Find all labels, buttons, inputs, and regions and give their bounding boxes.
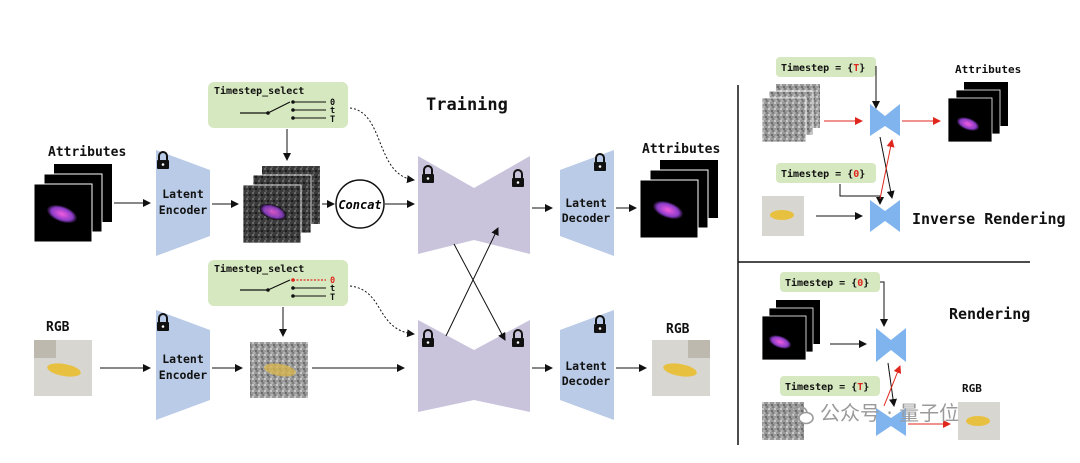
arrow xyxy=(880,281,888,327)
inverse-attributes-output xyxy=(947,82,1008,143)
timestep-selector-top: Timestep_select 0 t T xyxy=(208,82,348,128)
svg-text:Decoder: Decoder xyxy=(562,211,611,225)
dashed-arrow xyxy=(349,285,415,338)
noisy-attributes-stack xyxy=(242,166,320,244)
unet-top xyxy=(418,156,530,254)
svg-text:Timestep_select: Timestep_select xyxy=(214,85,304,97)
inverse-rendering-title: Inverse Rendering xyxy=(912,210,1066,228)
inverse-unet-top xyxy=(870,104,900,136)
rgb-output-label: RGB xyxy=(666,322,690,337)
noisy-rgb-image xyxy=(250,342,308,398)
svg-text:Latent: Latent xyxy=(565,196,607,210)
inverse-unet-bottom xyxy=(870,200,900,232)
inverse-noise-stack xyxy=(761,84,820,143)
cross-arrow xyxy=(887,362,897,407)
attributes-input-label: Attributes xyxy=(48,145,127,160)
latent-encoder-bottom: Latent Encoder xyxy=(156,310,210,420)
dashed-arrow xyxy=(349,107,415,184)
svg-text:Latent: Latent xyxy=(162,352,204,366)
unet-bottom xyxy=(418,320,530,412)
watermark-text: 公众号 · 量子位 xyxy=(820,401,960,425)
cross-red-arrow xyxy=(879,139,895,200)
arrow xyxy=(839,184,884,205)
timestep-selector-bottom: Timestep_select 0 t T xyxy=(208,260,348,306)
svg-text:Encoder: Encoder xyxy=(159,203,208,217)
rendering-title: Rendering xyxy=(949,305,1031,323)
cross-arrow xyxy=(453,243,506,341)
watermark: 公众号 · 量子位 xyxy=(790,397,959,426)
svg-text:t: t xyxy=(330,284,335,294)
rendering-rgb-output xyxy=(958,402,1000,440)
training-title: Training xyxy=(426,95,508,115)
rendering-rgb-label: RGB xyxy=(962,382,982,395)
svg-text:Decoder: Decoder xyxy=(562,374,611,388)
cross-red-arrow xyxy=(883,365,902,407)
attributes-output-label: Attributes xyxy=(642,142,721,157)
svg-text:Latent: Latent xyxy=(162,187,204,201)
svg-text:Timestep = {0}: Timestep = {0} xyxy=(781,168,865,180)
attributes-output-stack xyxy=(639,160,718,239)
rendering-timestep-0-box: Timestep = {0} xyxy=(780,272,880,292)
rgb-input-image xyxy=(34,340,92,396)
concat-node: Concat xyxy=(335,179,385,229)
cross-arrow xyxy=(445,227,499,337)
latent-decoder-top: Latent Decoder xyxy=(560,150,614,256)
rendering-noise-input xyxy=(762,402,804,440)
svg-text:Concat: Concat xyxy=(338,198,381,212)
inverse-timestep-0-box: Timestep = {0} xyxy=(776,163,876,183)
attributes-input-stack xyxy=(33,164,112,243)
inverse-timestep-T-box: Timestep = {T} xyxy=(776,57,876,77)
rendering-unet-bottom xyxy=(876,408,906,436)
svg-text:Timestep = {T}: Timestep = {T} xyxy=(781,62,865,74)
rgb-input-label: RGB xyxy=(46,320,70,335)
inverse-rgb-input xyxy=(762,196,804,236)
rendering-unet-top xyxy=(876,328,906,362)
rendering-timestep-T-box: Timestep = {T} xyxy=(780,376,880,396)
svg-text:T: T xyxy=(330,115,335,125)
inverse-attributes-label: Attributes xyxy=(955,63,1022,76)
svg-text:T: T xyxy=(330,293,335,303)
svg-text:0: 0 xyxy=(330,98,335,108)
svg-text:Latent: Latent xyxy=(565,359,607,373)
wechat-icon xyxy=(790,405,814,425)
rendering-attributes-input xyxy=(761,300,820,361)
svg-text:Timestep_select: Timestep_select xyxy=(214,263,304,275)
latent-encoder-top: Latent Encoder xyxy=(156,150,210,256)
rgb-output-image xyxy=(652,340,710,396)
svg-text:Encoder: Encoder xyxy=(159,368,208,382)
svg-text:Timestep = {T}: Timestep = {T} xyxy=(785,381,869,393)
latent-decoder-bottom: Latent Decoder xyxy=(560,310,614,420)
svg-text:0: 0 xyxy=(330,276,335,286)
svg-text:t: t xyxy=(330,106,335,116)
svg-text:Timestep = {0}: Timestep = {0} xyxy=(785,277,869,289)
